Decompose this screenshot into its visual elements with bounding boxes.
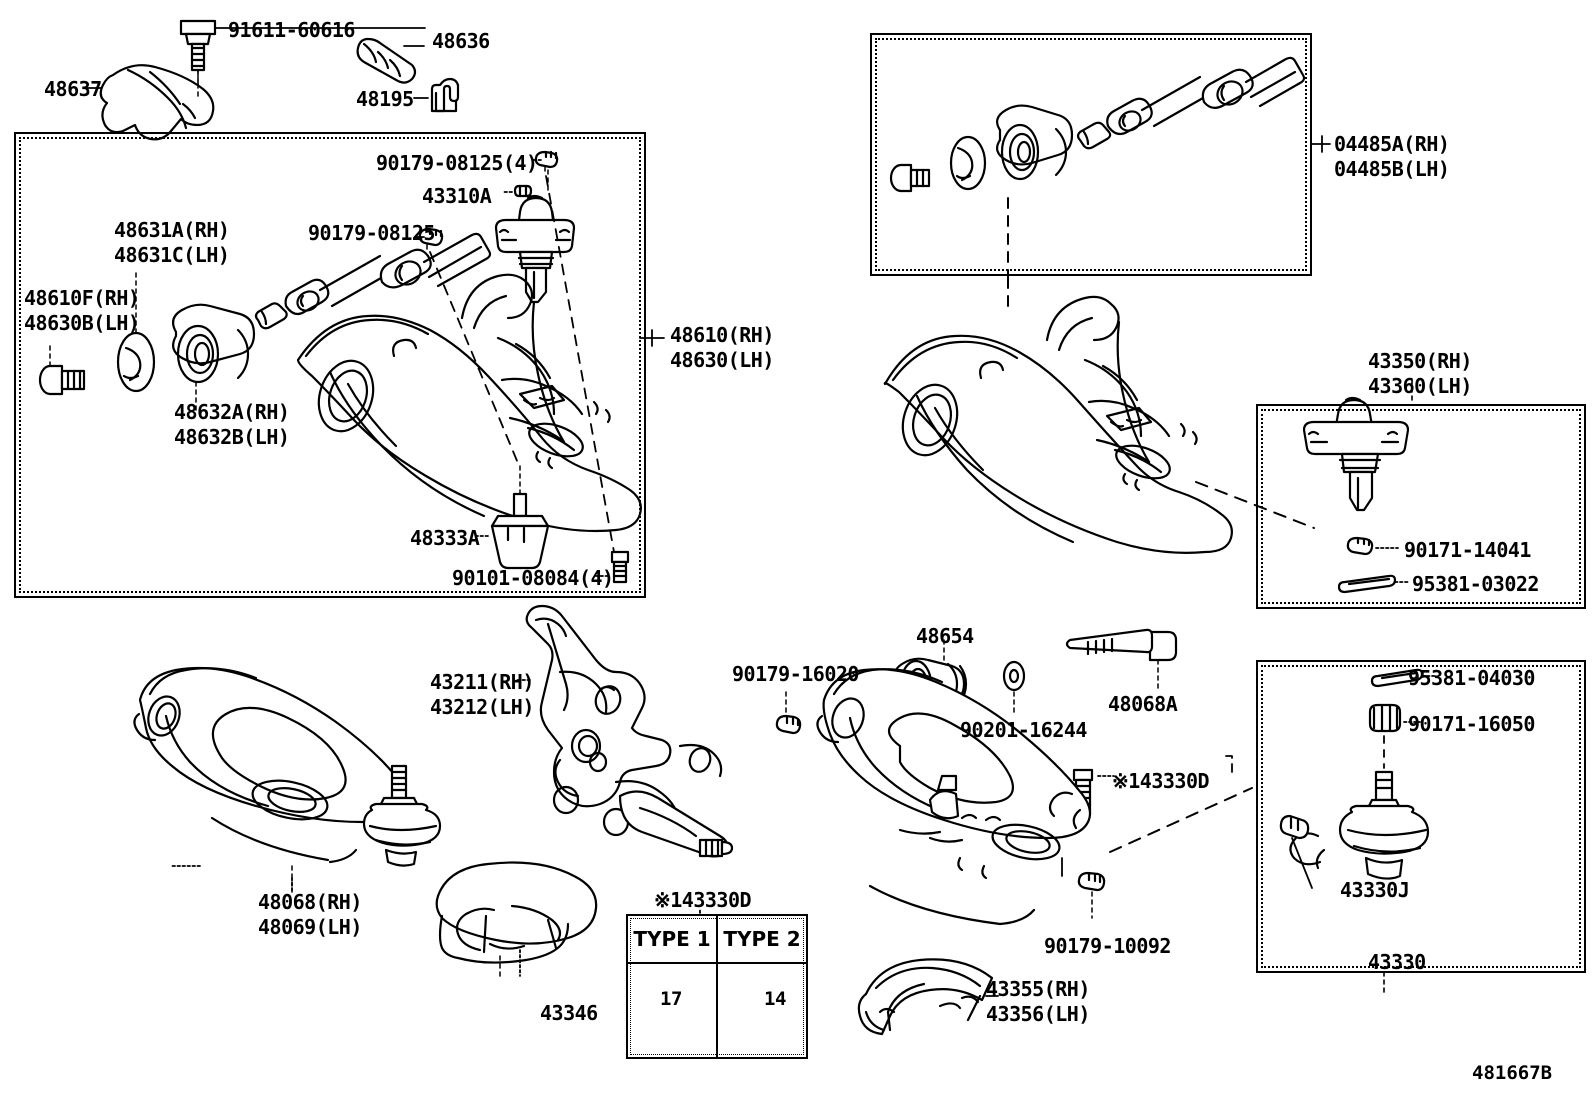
label-bolt-48610f-rh: 48610F(RH) — [24, 286, 140, 310]
cover-43346-art — [435, 861, 598, 979]
type-1-column: TYPE 1 — [628, 916, 718, 1057]
upper-arm-group-box — [14, 132, 646, 598]
label-stopper-48333a: 48333A — [410, 526, 480, 550]
label-joint-43350-rh: 43350(RH) — [1368, 349, 1472, 373]
type-1-size-value: 17 — [660, 988, 682, 1010]
label-pin-95381-04030: 95381-04030 — [1408, 666, 1535, 690]
label-washer-90201-16244: 90201-16244 — [960, 718, 1087, 742]
type-2-size-value: 14 — [764, 988, 786, 1010]
joint-43350-box — [1256, 404, 1586, 609]
bush-48636-art — [356, 37, 425, 84]
label-arm-48631a-rh: 48631A(RH) — [114, 218, 230, 242]
label-bolt-48630b-lh: 48630B(LH) — [24, 311, 140, 335]
label-bush-48632b-lh: 48632B(LH) — [174, 425, 290, 449]
label-bush-48636: 48636 — [432, 29, 490, 53]
label-arm-48631c-lh: 48631C(LH) — [114, 243, 230, 267]
label-cover-43356-lh: 43356(LH) — [986, 1002, 1090, 1026]
label-kit-04485b-lh: 04485B(LH) — [1334, 157, 1450, 181]
lower-control-arm-center-art — [775, 628, 1178, 926]
clip-48195-art — [413, 77, 460, 113]
label-bush-48654: 48654 — [916, 624, 974, 648]
label-part-43310a: 43310A — [422, 184, 492, 208]
label-arm-48069-lh: 48069(LH) — [258, 915, 362, 939]
kit-04485-box — [870, 33, 1312, 276]
type-table-title: ※143330D — [654, 888, 752, 912]
diagram-reference-code: 481667B — [1472, 1062, 1553, 1084]
lower-control-arm-48068-art — [133, 666, 442, 893]
label-knuckle-43212-lh: 43212(LH) — [430, 695, 534, 719]
label-clip-48195: 48195 — [356, 87, 414, 111]
label-cover-43346: 43346 — [540, 1001, 598, 1025]
bolt-48610f-art — [38, 343, 86, 396]
label-arm-48068-rh: 48068(RH) — [258, 890, 362, 914]
label-bolt-48068a: 48068A — [1108, 692, 1178, 716]
label-nut-90179-16020: 90179-16020 — [732, 662, 859, 686]
bracket-48637-art — [82, 64, 215, 141]
label-bolt-note-43330d: ※143330D — [1112, 769, 1210, 793]
type-table: TYPE 1 TYPE 2 — [626, 914, 808, 1059]
label-arm-48630-lh: 48630(LH) — [670, 348, 774, 372]
washer-48631-art — [116, 272, 156, 393]
type-2-header: TYPE 2 — [718, 916, 806, 964]
steering-knuckle-art — [515, 604, 734, 858]
ball-joint-43350-art — [1302, 396, 1410, 594]
label-bolt-90101-08084-4: 90101-08084(4) — [452, 566, 614, 590]
label-boot-43330j: 43330J — [1340, 878, 1410, 902]
type-2-column: TYPE 2 — [718, 916, 806, 1057]
label-joint-43360-lh: 43360(LH) — [1368, 374, 1472, 398]
label-kit-04485a-rh: 04485A(RH) — [1334, 132, 1450, 156]
joint-43330-box — [1256, 660, 1586, 973]
label-nut-90171-16050: 90171-16050 — [1408, 712, 1535, 736]
upper-arm-shaft-art — [254, 232, 492, 330]
type-1-header: TYPE 1 — [628, 916, 716, 964]
upper-control-arm-2-art — [883, 295, 1233, 554]
label-nut-90179-10092: 90179-10092 — [1044, 934, 1171, 958]
label-knuckle-43211-rh: 43211(RH) — [430, 670, 534, 694]
label-bolt-91611-60616: 91611-60616 — [228, 18, 355, 42]
label-cover-43355-rh: 43355(RH) — [986, 977, 1090, 1001]
kit-04485-art — [889, 56, 1306, 313]
label-bracket-48637: 48637 — [44, 77, 102, 101]
stopper-48333a-art — [475, 492, 550, 570]
label-nut-90179-08125-4: 90179-08125(4) — [376, 151, 538, 175]
bolt-90101-08084-art — [595, 550, 630, 584]
cover-43355-art — [857, 958, 999, 1036]
bush-48632-art — [171, 303, 256, 413]
label-arm-48610-rh: 48610(RH) — [670, 323, 774, 347]
type-2-hex-cell — [718, 964, 806, 1057]
ball-joint-upper-art — [415, 150, 576, 304]
label-nut-90171-14041: 90171-14041 — [1404, 538, 1531, 562]
label-nut-90179-08125: 90179-08125 — [308, 221, 435, 245]
ball-joint-43330-art — [1279, 668, 1437, 889]
label-bush-48632a-rh: 48632A(RH) — [174, 400, 290, 424]
label-pin-95381-03022: 95381-03022 — [1412, 572, 1539, 596]
label-joint-43330: 43330 — [1368, 950, 1426, 974]
